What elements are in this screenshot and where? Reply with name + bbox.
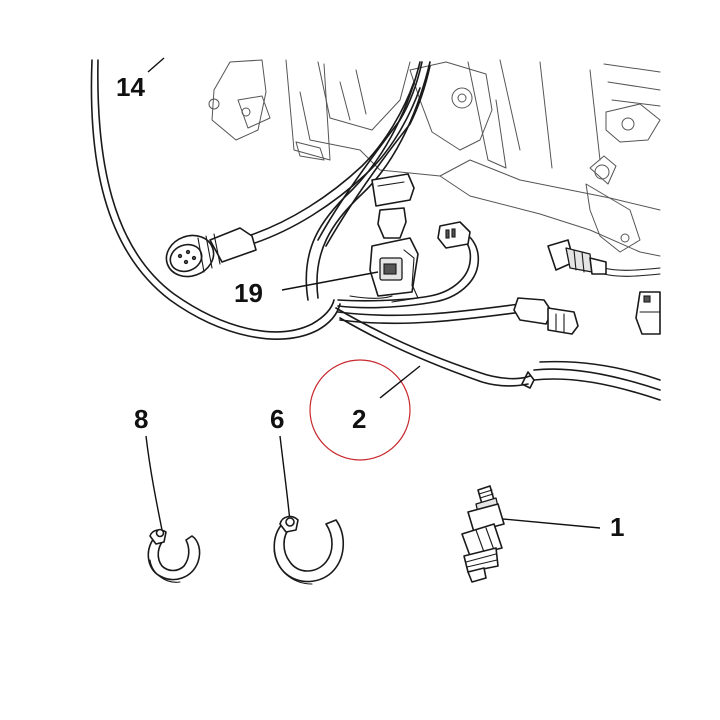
clamp-6 [273, 515, 345, 585]
leader-6 [279, 435, 291, 523]
round-connector [165, 227, 257, 278]
callout-19: 19 [234, 278, 263, 308]
frame-structure [208, 59, 661, 257]
callout-2: 2 [352, 404, 366, 434]
harness-connector [513, 297, 579, 335]
leader-2 [379, 365, 421, 399]
callout-1: 1 [610, 512, 624, 542]
junction-box-19 [369, 173, 419, 297]
wiring-harness [90, 59, 661, 401]
small-connector [437, 221, 471, 249]
sensor-connector [547, 239, 607, 275]
leader-1 [491, 517, 601, 529]
edge-sensor [635, 291, 661, 335]
callout-6: 6 [270, 404, 284, 434]
leader-8 [145, 435, 163, 531]
spark-plug-1 [461, 485, 505, 583]
highlight-circle [309, 359, 411, 461]
callout-14: 14 [116, 72, 145, 102]
leader-19 [281, 271, 379, 291]
clamp-8 [147, 528, 201, 583]
leader-14 [147, 57, 165, 73]
callout-8: 8 [134, 404, 148, 434]
